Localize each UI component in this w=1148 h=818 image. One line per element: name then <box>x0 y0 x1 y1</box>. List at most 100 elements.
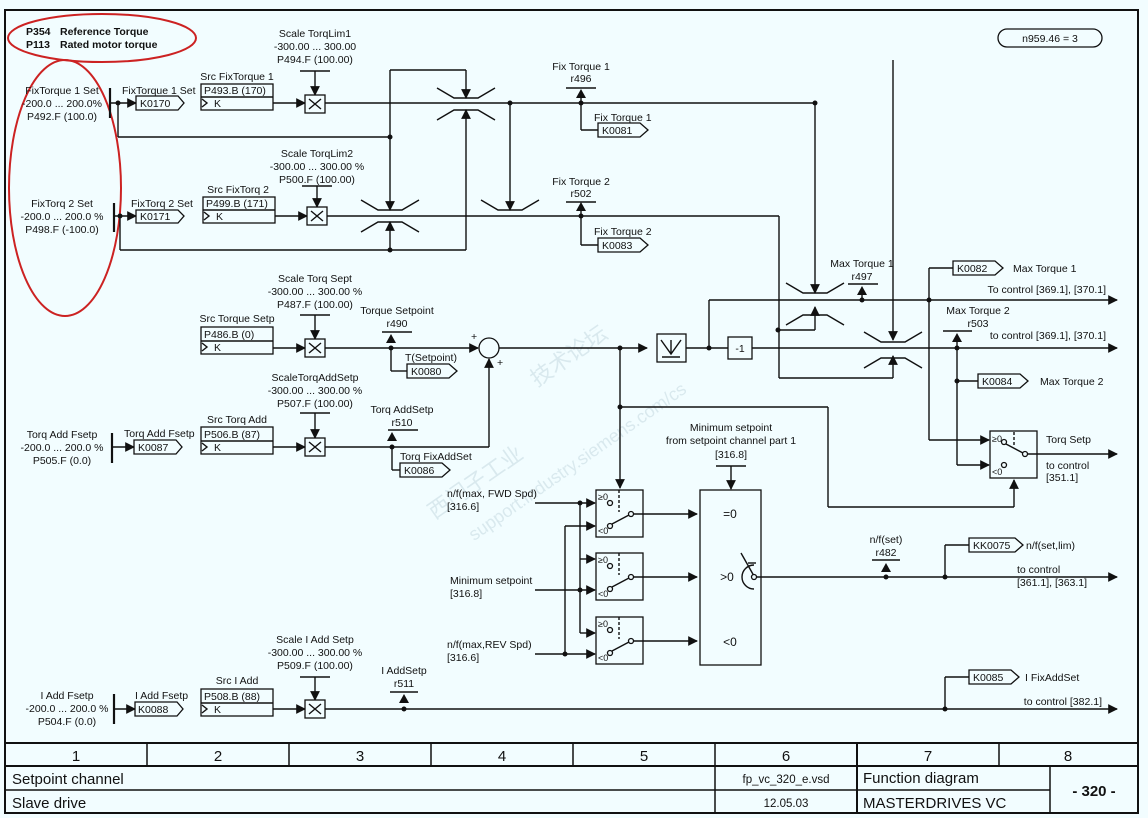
label: ScaleTorqAddSetp <box>272 372 359 384</box>
shape <box>308 98 322 110</box>
title-block: 1 2 3 4 5 6 7 8 Setpoint channel Slave d… <box>5 742 1138 813</box>
row-fix-torque-2: FixTorq 2 Set -200.0 ... 200.0 % P498.F … <box>21 148 780 378</box>
connector-K0082[interactable] <box>952 260 1004 276</box>
limiter-top <box>360 69 540 253</box>
label: Fix Torque 2 <box>594 226 652 238</box>
label: FixTorque 1 Set <box>122 85 196 97</box>
summing-junction <box>478 337 500 359</box>
document-type: Function diagram <box>863 770 979 787</box>
shape <box>576 202 586 211</box>
column-2: 2 <box>214 748 222 765</box>
label: P354 <box>26 26 51 38</box>
junction <box>606 585 614 593</box>
label: from setpoint channel part 1 <box>666 435 796 447</box>
label: r511 <box>394 678 414 690</box>
label: K <box>216 211 223 223</box>
junction <box>627 510 635 518</box>
shape <box>660 339 682 358</box>
connector-KK0075[interactable] <box>968 537 1024 553</box>
label: K0170 <box>140 98 171 110</box>
connector-K0083[interactable] <box>597 237 649 253</box>
switch-min: ≥0 <0 <box>595 552 698 601</box>
page-number: - 320 - <box>1072 783 1115 800</box>
connector-K0088[interactable] <box>134 701 184 717</box>
connector-K0171[interactable] <box>135 209 185 224</box>
label: I Add Fsetp <box>135 690 188 702</box>
label: K <box>214 342 221 354</box>
junction <box>401 706 407 712</box>
shape <box>201 442 209 452</box>
label: FixTorq 2 Set <box>131 198 193 210</box>
connector-K0170[interactable] <box>135 95 185 111</box>
label: FixTorque 1 Set <box>25 85 99 97</box>
label: Scale TorqLim1 <box>279 28 351 40</box>
label: K0086 <box>404 465 435 477</box>
label: to control <box>1017 564 1060 576</box>
connector-K0080[interactable] <box>406 363 458 379</box>
column-3: 3 <box>356 748 364 765</box>
shape <box>576 89 586 98</box>
label: -300.00 ... 300.00 % <box>268 647 363 659</box>
shape <box>308 342 322 354</box>
label: P500.F (100.00) <box>279 174 355 186</box>
label: P494.F (100.00) <box>277 54 353 66</box>
connector-K0087[interactable] <box>133 439 183 455</box>
reference-note: P354 Reference Torque P113 Rated motor t… <box>26 26 158 51</box>
condition-badge <box>997 28 1103 48</box>
label: Src I Add <box>216 675 259 687</box>
label: T(Setpoint) <box>405 352 457 364</box>
label: I Add Fsetp <box>40 690 93 702</box>
shape <box>386 334 396 343</box>
connector-K0081[interactable] <box>597 122 649 138</box>
switch-fwd: ≥0 <0 <box>595 489 698 538</box>
junction <box>617 404 623 410</box>
label: r503 <box>967 318 988 330</box>
connector-K0085[interactable] <box>968 669 1020 685</box>
label: <0 <box>598 653 608 663</box>
shape <box>741 564 755 590</box>
label: Max Torque 1 <box>830 258 894 270</box>
label: To control [369.1], [370.1] <box>988 284 1107 296</box>
label: n/f(max, FWD Spd) <box>447 488 537 500</box>
label: <0 <box>598 589 608 599</box>
file-name: fp_vc_320_e.vsd <box>743 774 830 786</box>
label: [351.1] <box>1046 472 1078 484</box>
label: Scale Torq Sept <box>278 273 352 285</box>
column-1: 1 <box>72 748 80 765</box>
junction <box>606 522 614 530</box>
label: Torq AddSetp <box>370 404 433 416</box>
label: K0088 <box>138 704 169 716</box>
label: ≥0 <box>598 555 608 565</box>
diagram-frame <box>4 9 1139 814</box>
shape <box>201 98 209 108</box>
label: K <box>214 704 221 716</box>
column-6: 6 <box>782 748 790 765</box>
column-8: 8 <box>1064 748 1072 765</box>
shape <box>952 333 962 342</box>
shape <box>201 704 209 714</box>
junction <box>606 626 614 634</box>
junction <box>775 327 781 333</box>
label: Torq Setp <box>1046 434 1091 446</box>
label: K0081 <box>602 125 633 137</box>
label: Minimum setpoint <box>450 575 532 587</box>
label: + <box>497 357 503 369</box>
label: Torq Add Fsetp <box>124 428 195 440</box>
label: [316.8] <box>450 588 482 600</box>
label: n/f(max,REV Spd) <box>447 639 532 651</box>
label: P486.B (0) <box>204 329 254 341</box>
label: I FixAddSet <box>1025 672 1079 684</box>
row-i-add: I Add Fsetp -200.0 ... 200.0 % P504.F (0… <box>26 634 1118 728</box>
connector-K0086[interactable] <box>399 462 451 478</box>
label: <0 <box>598 526 608 536</box>
junction <box>1021 450 1029 458</box>
shape <box>308 441 322 453</box>
label: P505.F (0.0) <box>33 455 91 467</box>
label: Max Torque 2 <box>946 305 1010 317</box>
label: P493.B (170) <box>204 85 266 97</box>
label: Minimum setpoint <box>690 422 772 434</box>
wire <box>740 552 755 577</box>
connector-K0084[interactable] <box>977 373 1029 389</box>
wire <box>1005 443 1024 454</box>
